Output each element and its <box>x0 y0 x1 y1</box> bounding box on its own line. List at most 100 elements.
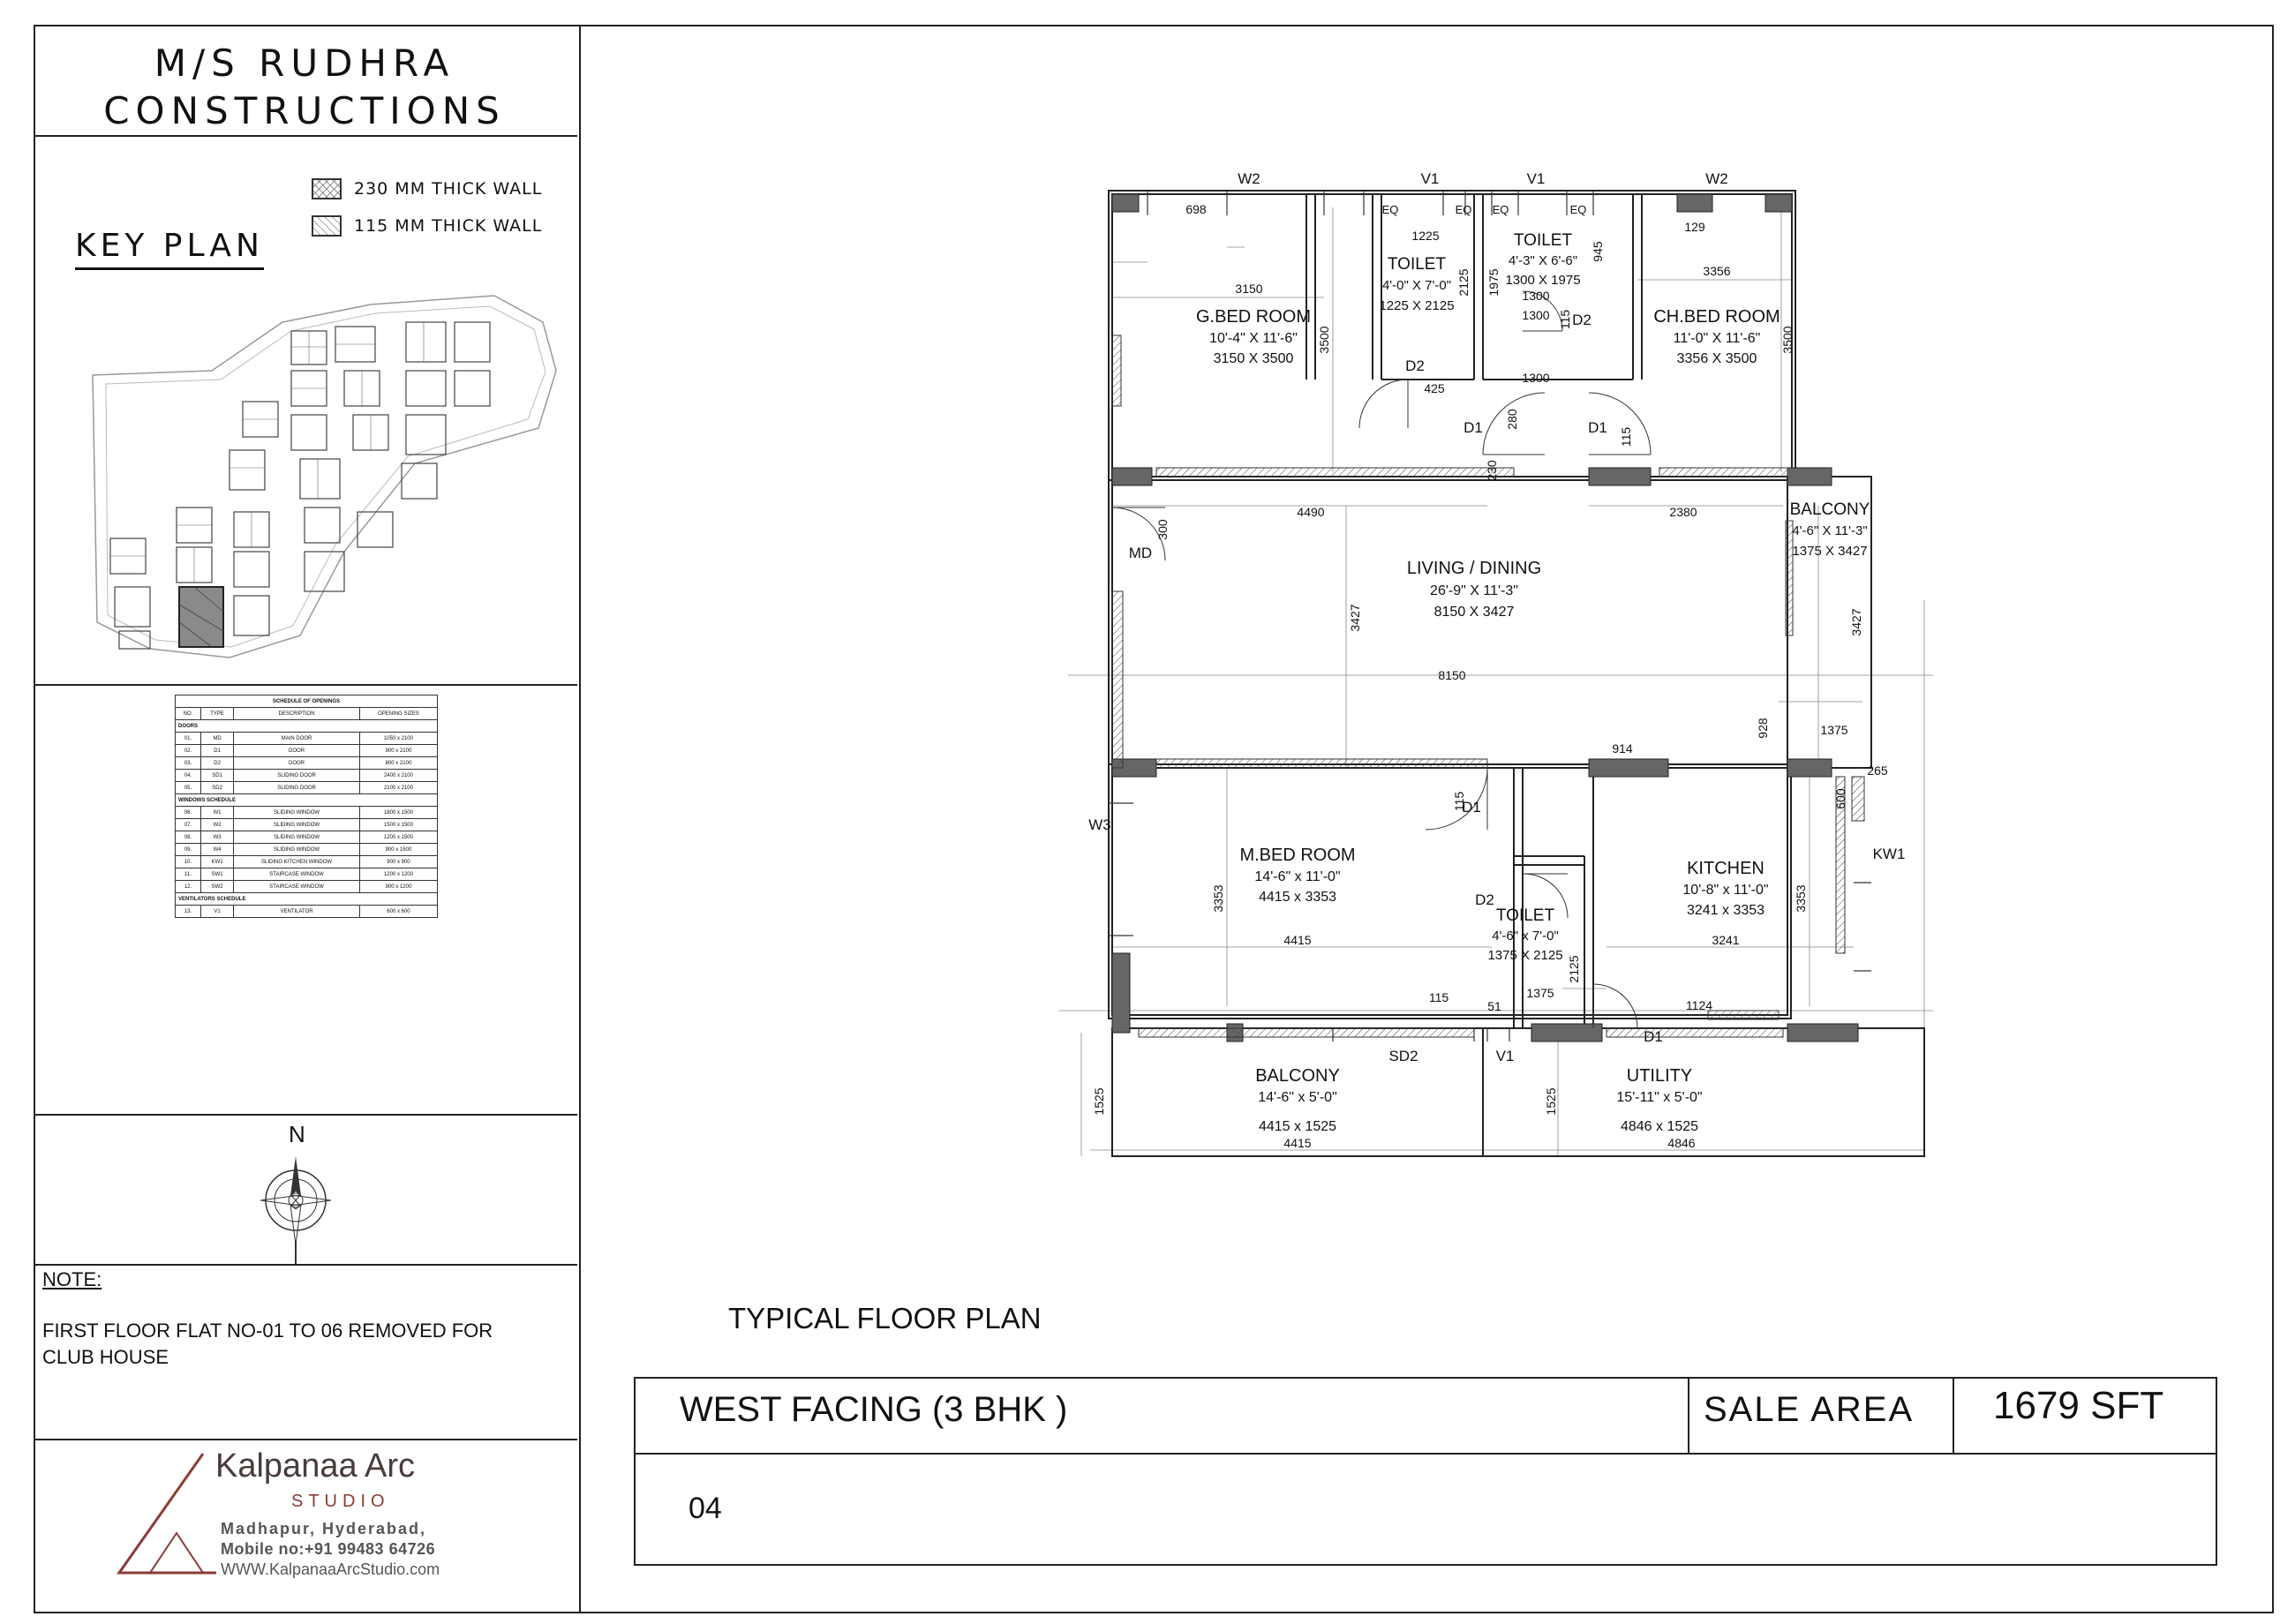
dimension-label: 1525 <box>1544 1087 1558 1115</box>
schedule-cell: 2100 x 2100 <box>358 781 439 794</box>
schedule-header: TYPE <box>199 707 235 720</box>
room-g-bed: G.BED ROOM 10'-4" X 11'-6" 3150 X 3500 <box>1196 307 1311 366</box>
dimension-label: 280 <box>1505 409 1519 430</box>
schedule-cell: 09. <box>175 843 201 856</box>
room-utility: UTILITY 15'-11" x 5'-0" 4846 x 1525 <box>1616 1066 1702 1134</box>
room-ch-bed: CH.BED ROOM 11'-0" X 11'-6" 3356 X 3500 <box>1653 307 1780 366</box>
company-line-1: M/S RUDHRA <box>154 41 455 85</box>
schedule-cell: SW1 <box>199 868 235 881</box>
schedule-section-row: DOORS <box>175 719 438 733</box>
schedule-cell: D1 <box>199 744 235 757</box>
schedule-cell: 05. <box>175 781 201 794</box>
dimension-label: 230 <box>1485 460 1499 481</box>
opening-label: D1 <box>1588 419 1607 436</box>
opening-label: D1 <box>1644 1028 1663 1045</box>
schedule-table: SCHEDULE OF OPENINGS NO. TYPE DESCRIPTIO… <box>175 695 439 918</box>
schedule-cell: 1200 x 1500 <box>358 831 439 844</box>
schedule-cell: DOOR <box>233 756 360 770</box>
schedule-of-openings: SCHEDULE OF OPENINGS NO. TYPE DESCRIPTIO… <box>175 695 439 918</box>
schedule-section-row: VENTILATORS SCHEDULE <box>175 892 438 906</box>
wall-legend: 230 MM THICK WALL 115 MM THICK WALL <box>312 178 542 237</box>
key-plan-drawing <box>92 295 557 658</box>
schedule-cell: MAIN DOOR <box>233 732 360 745</box>
room-name: CH.BED ROOM <box>1653 307 1780 327</box>
left-panel-frame <box>34 25 581 1613</box>
schedule-cell: SW2 <box>199 880 235 893</box>
schedule-cell: SLIDING WINDOW <box>233 806 360 819</box>
dimension-label: 51 <box>1487 999 1501 1013</box>
schedule-cell: 900 x 1500 <box>358 843 439 856</box>
dimension-label: 8150 <box>1438 668 1465 682</box>
note-title: NOTE: <box>42 1268 102 1290</box>
studio-name: Kalpanaa Arc <box>215 1447 416 1485</box>
opening-label: D1 <box>1462 799 1481 816</box>
opening-label: D1 <box>1464 419 1483 436</box>
room-metric: 4846 x 1525 <box>1621 1119 1698 1134</box>
room-imperial: 4'-6" x 7'-0" <box>1492 929 1559 944</box>
room-name: KITCHEN <box>1687 859 1765 878</box>
room-imperial: 4'-3" X 6'-6" <box>1509 253 1577 268</box>
schedule-cell: SLIDING WINDOW <box>233 818 360 831</box>
schedule-cell: V1 <box>199 905 235 918</box>
opening-label: KW1 <box>1873 846 1906 862</box>
opening-label: EQ <box>1570 203 1587 216</box>
schedule-cell: SLIDING WINDOW <box>233 843 360 856</box>
title-block-divider <box>1953 1377 1954 1455</box>
room-imperial: 14'-6" x 5'-0" <box>1258 1090 1337 1105</box>
dimension-label: 1300 <box>1522 308 1549 322</box>
facing-label: WEST FACING (3 BHK ) <box>680 1390 1068 1429</box>
schedule-cell: SLIDING WINDOW <box>233 831 360 844</box>
schedule-cell: VENTILATOR <box>233 905 360 918</box>
room-kitchen: KITCHEN 10'-8" x 11'-0" 3241 x 3353 <box>1682 859 1768 918</box>
dimension-label: 1525 <box>1092 1087 1106 1115</box>
opening-label: W3 <box>1088 816 1111 833</box>
title-block-divider <box>634 1453 2216 1455</box>
room-toilet-2: TOILET 4'-3" X 6'-6" 1300 X 1975 <box>1505 231 1580 288</box>
room-toilet-3: TOILET 4'-6" x 7'-0" 1375 X 2125 <box>1487 906 1562 963</box>
studio-logo-icon <box>117 1453 216 1575</box>
room-name: TOILET <box>1496 906 1555 925</box>
dimension-label: 115 <box>1619 427 1633 447</box>
studio-subtitle: STUDIO <box>291 1492 390 1511</box>
dimension-label: 115 <box>1452 792 1466 812</box>
sale-area-label: SALE AREA <box>1704 1390 1915 1429</box>
title-block-divider <box>1688 1377 1689 1455</box>
schedule-cell: STAIRCASE WINDOW <box>233 880 360 893</box>
room-imperial: 26'-9" X 11'-3" <box>1430 583 1518 598</box>
schedule-cell: 600 x 600 <box>358 905 439 918</box>
dimension-label: 914 <box>1612 741 1633 756</box>
schedule-cell: W2 <box>199 818 235 831</box>
divider <box>35 1439 577 1440</box>
north-label: N <box>289 1121 305 1147</box>
key-plan-title: KEY PLAN <box>75 228 264 270</box>
room-metric: 1375 X 2125 <box>1487 948 1562 963</box>
room-name: TOILET <box>1388 255 1447 274</box>
schedule-section-name: DOORS <box>175 719 438 733</box>
schedule-section-name: WINDOWS SCHEDULE <box>175 793 438 807</box>
schedule-cell: SLIDING DOOR <box>233 781 360 794</box>
opening-label: D2 <box>1405 357 1425 374</box>
schedule-cell: 900 x 900 <box>358 855 439 868</box>
studio-address: Madhapur, Hyderabad, <box>221 1520 427 1538</box>
room-imperial: 4'-0" X 7'-0" <box>1382 278 1451 293</box>
room-metric: 1375 X 3427 <box>1792 544 1867 559</box>
dimension-label: 4415 <box>1283 933 1311 947</box>
schedule-header: OPENING SIZES <box>358 707 439 720</box>
schedule-cell: 900 x 2100 <box>358 744 439 757</box>
divider <box>35 1264 577 1266</box>
dimension-label: 698 <box>1185 202 1207 216</box>
schedule-cell: 07. <box>175 818 201 831</box>
dimension-label: 3500 <box>1317 326 1331 353</box>
dimension-label: 300 <box>1155 519 1170 540</box>
schedule-cell: D2 <box>199 756 235 770</box>
opening-label: V1 <box>1527 170 1546 187</box>
company-line-2: CONSTRUCTIONS <box>103 89 506 132</box>
schedule-cell: 02. <box>175 744 201 757</box>
